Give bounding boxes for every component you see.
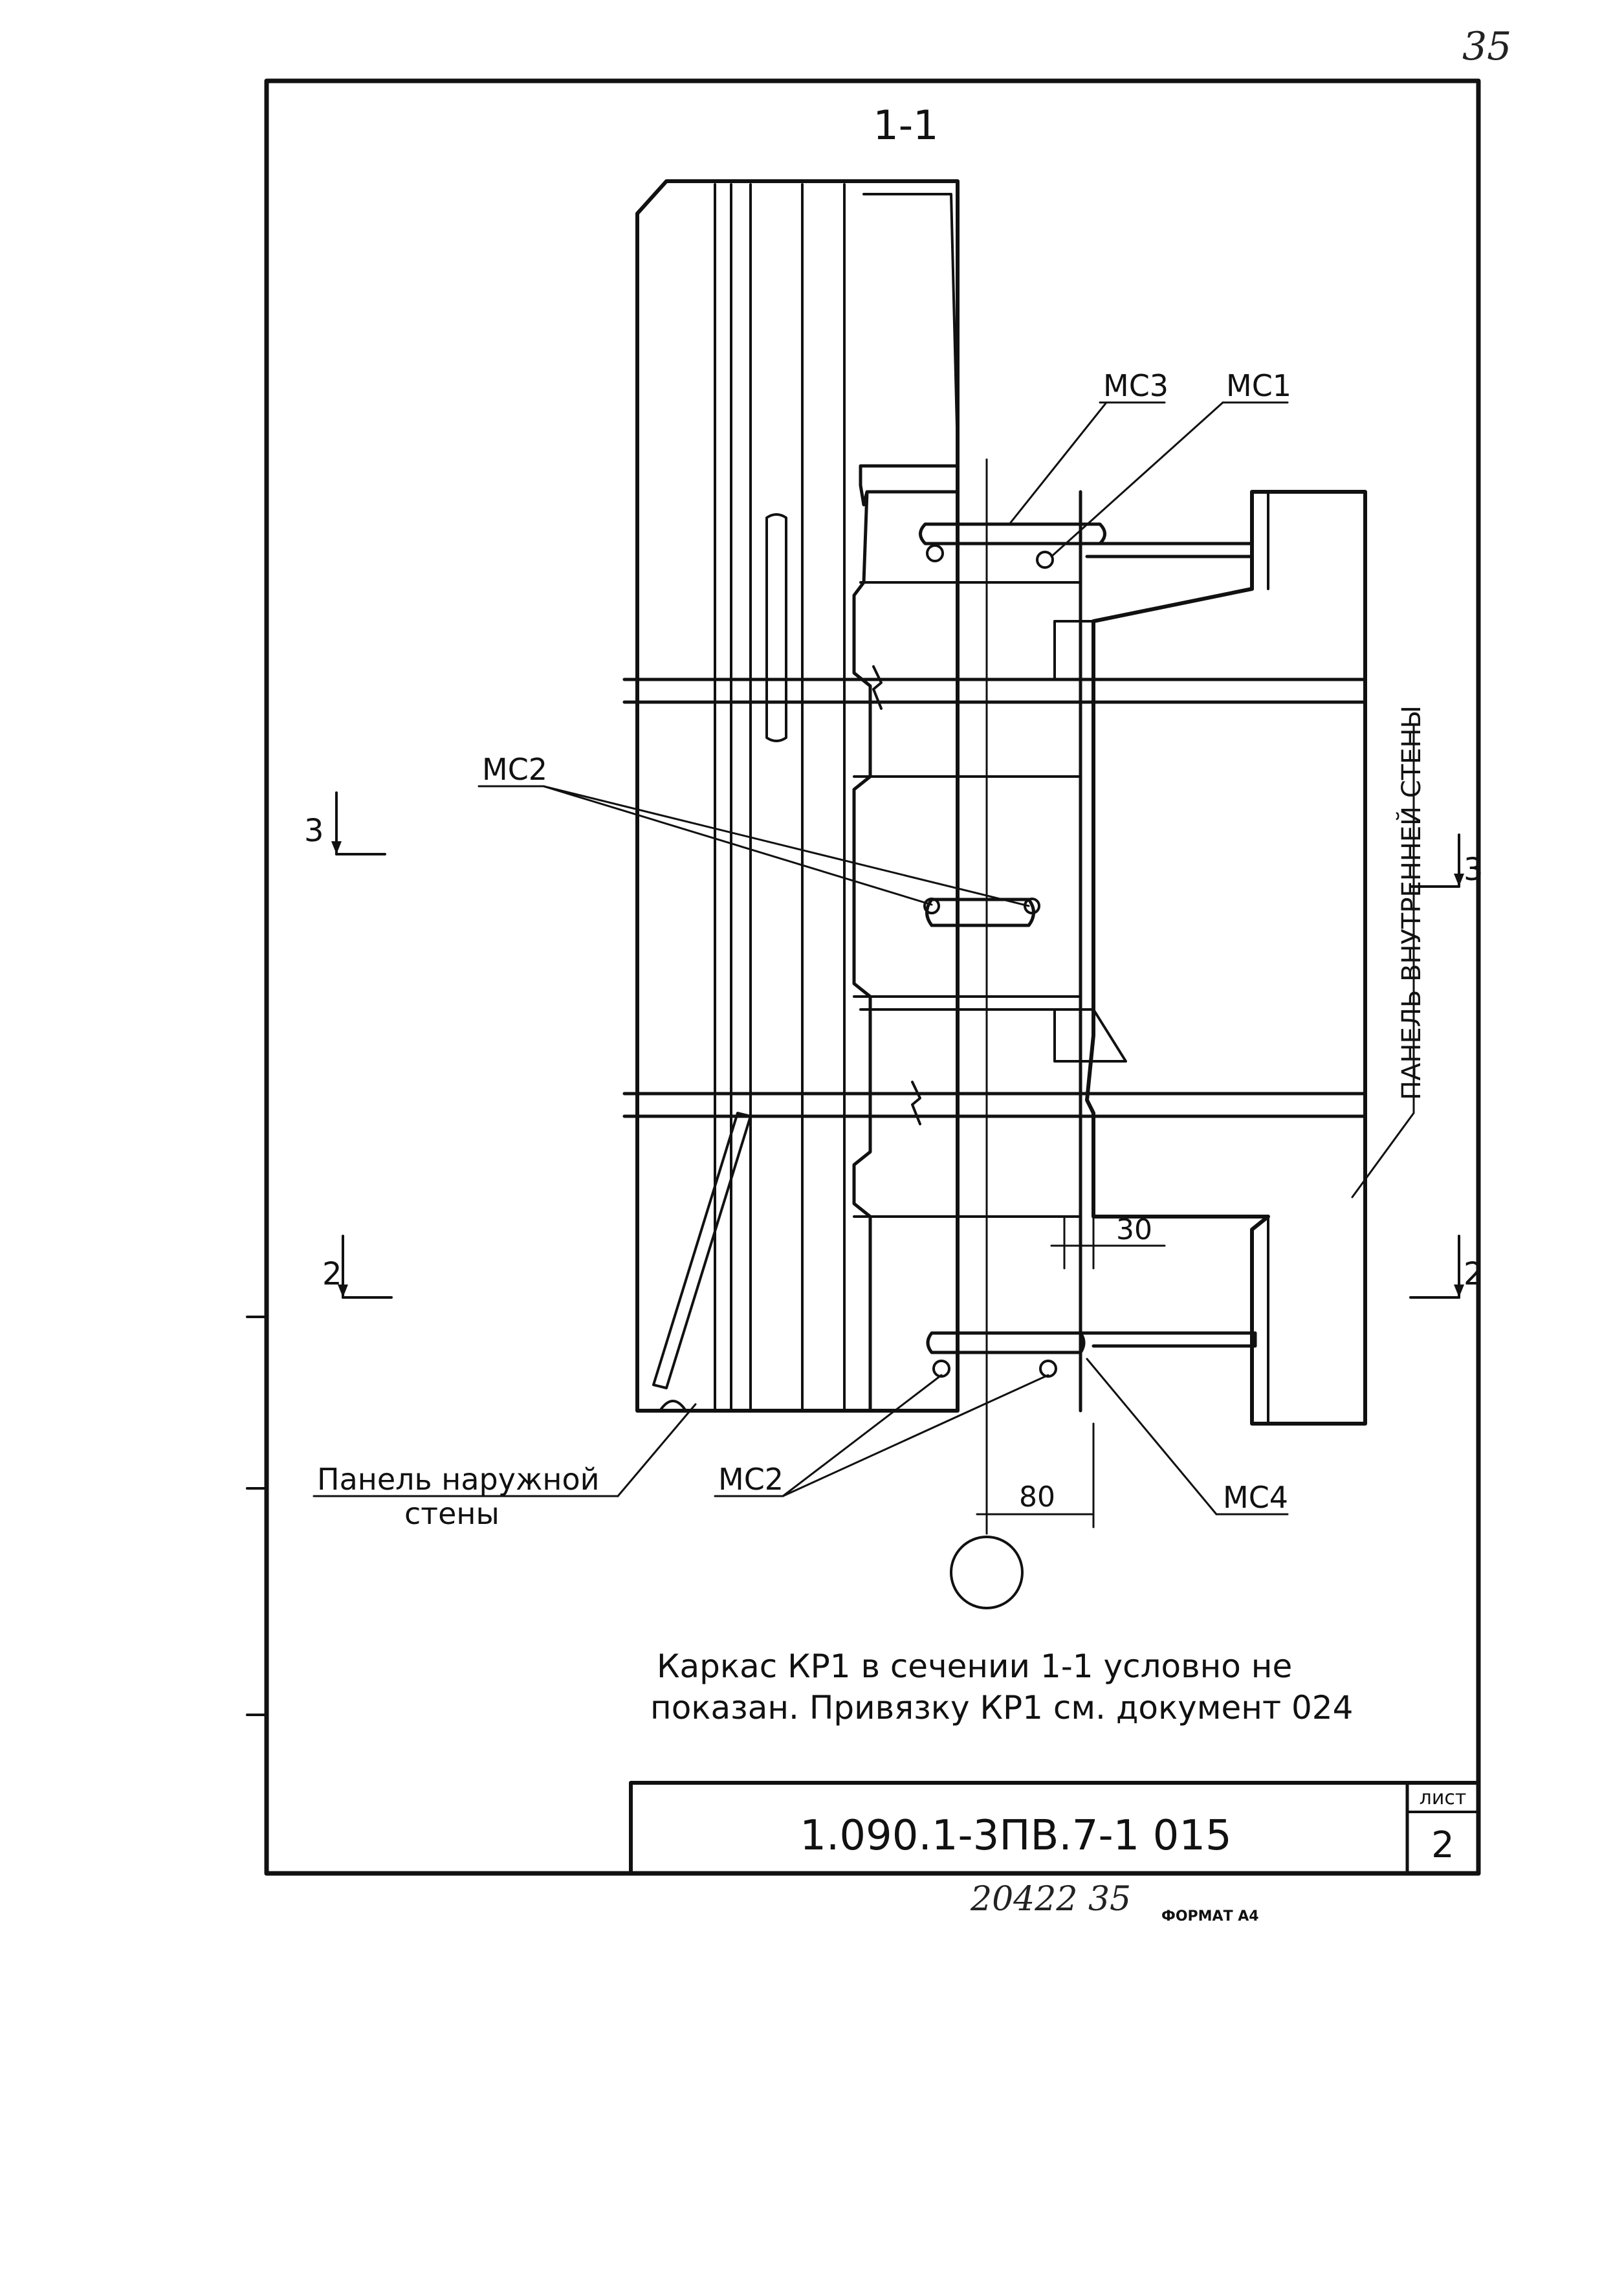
dimension-80: 80 (976, 1422, 1095, 1528)
inventory-number: 20422 35 (970, 1880, 1131, 1919)
callout-mc2-upper: МС2 (477, 752, 1030, 907)
callout-mc3: МС3 (1008, 368, 1169, 525)
label-outer-panel-line1: Панель наружной (317, 1462, 600, 1497)
section-title: 1-1 (873, 102, 938, 149)
title-block: 1.090.1-3ПВ.7-1 015 лист 2 (629, 1781, 1480, 1875)
svg-text:3: 3 (1464, 852, 1484, 888)
sheet-frame (264, 78, 1481, 1876)
dimension-30: 30 (1050, 1213, 1166, 1270)
sheet-corner-number: 35 (1462, 24, 1511, 69)
label-mc3: МС3 (1103, 368, 1169, 403)
svg-text:30: 30 (1116, 1213, 1152, 1246)
label-mc4: МС4 (1223, 1480, 1288, 1515)
svg-text:80: 80 (1019, 1481, 1055, 1514)
section-mark-2-left: 2 (322, 1235, 393, 1299)
outer-wall-panel (635, 179, 960, 1413)
label-mc2-upper: МС2 (482, 752, 547, 787)
section-mark-2-right: 2 (1409, 1235, 1484, 1299)
section-mark-3-right: 3 (1409, 833, 1484, 888)
note-line-1: Каркас КР1 в сечении 1-1 условно не (657, 1648, 1292, 1685)
callout-mc4: МС4 (1086, 1358, 1289, 1516)
callout-mc1: МС1 (1050, 368, 1291, 558)
column-profile (852, 458, 1082, 1609)
label-mc2-lower: МС2 (718, 1462, 784, 1497)
label-inner-panel: ПАНЕЛЬ ВНУТРЕННЕЙ СТЕНЫ (1396, 705, 1427, 1100)
sheet-number: 2 (1431, 1824, 1454, 1866)
floor-slabs (622, 665, 1367, 1125)
document-code: 1.090.1-3ПВ.7-1 015 (800, 1812, 1232, 1860)
inner-wall-panel (1053, 490, 1415, 1426)
anchor-bar-top (919, 522, 1106, 569)
section-mark-3-left: 3 (304, 791, 386, 855)
note-line-2: показан. Привязку КР1 см. документ 024 (650, 1689, 1353, 1726)
callout-mc2-lower: МС2 (714, 1374, 1049, 1497)
anchor-bar-bottom (926, 1331, 1086, 1378)
axis-bubble (950, 1536, 1024, 1609)
sheet-label: лист (1420, 1787, 1467, 1809)
callout-outer-panel: Панель наружной стены (313, 1403, 697, 1531)
label-mc1: МС1 (1226, 368, 1291, 403)
label-outer-panel-line2: стены (404, 1496, 499, 1531)
svg-text:3: 3 (304, 813, 324, 849)
svg-text:2: 2 (1464, 1256, 1484, 1292)
format-label: ФОРМАТ А4 (1161, 1908, 1259, 1925)
anchor-bar-middle (923, 898, 1040, 927)
